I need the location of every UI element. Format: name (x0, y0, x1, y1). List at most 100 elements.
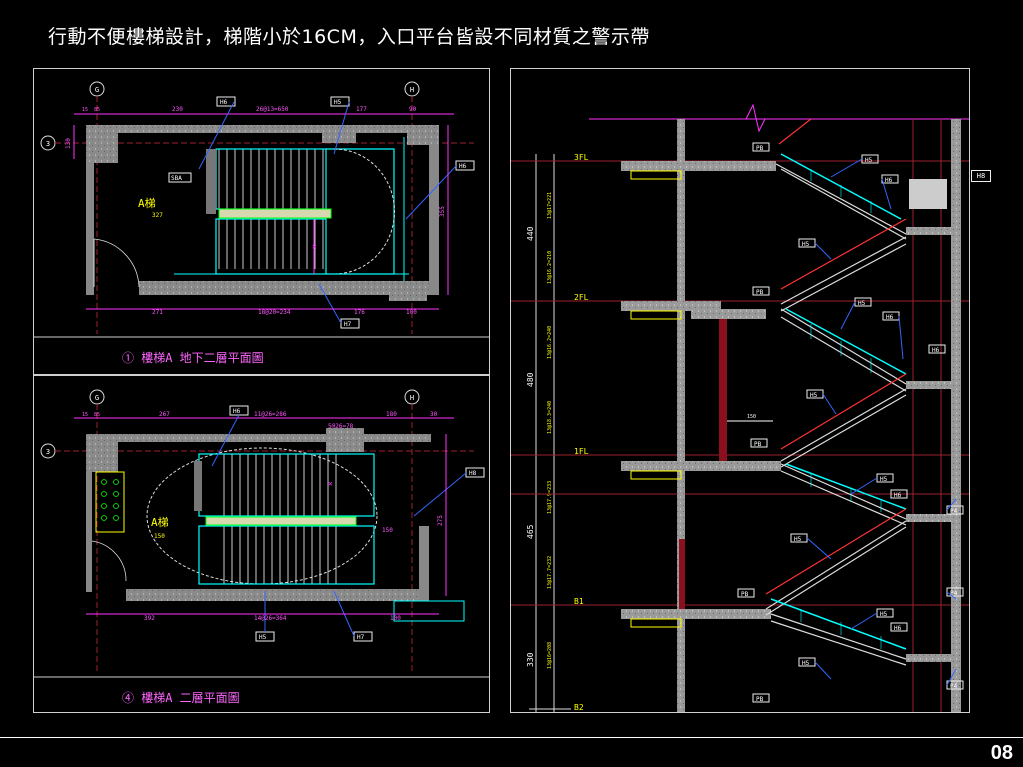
page-number: 08 (990, 742, 1013, 764)
svg-text:3: 3 (46, 448, 50, 456)
svg-text:18@20=234: 18@20=234 (258, 309, 291, 316)
svg-text:3: 3 (46, 140, 50, 148)
svg-text:176: 176 (354, 309, 365, 316)
svg-text:13@17.9=233: 13@17.9=233 (547, 481, 553, 514)
plan-b2-drawing: G H 3 230 26@13=650 177 90 15 85 ✕ (34, 81, 489, 365)
svg-text:267: 267 (159, 411, 170, 418)
svg-text:H5: H5 (802, 241, 810, 248)
svg-text:150: 150 (747, 414, 756, 420)
svg-text:392: 392 (144, 615, 155, 622)
footer-divider (0, 737, 1023, 738)
grid-bubble-g: G (89, 81, 105, 97)
svg-text:H5: H5 (802, 660, 810, 667)
svg-text:G: G (95, 86, 99, 94)
svg-text:✕: ✕ (312, 242, 317, 251)
svg-text:100: 100 (390, 615, 401, 622)
svg-text:H6: H6 (233, 408, 241, 415)
svg-text:465: 465 (526, 524, 535, 539)
svg-text:H5: H5 (794, 536, 802, 543)
svg-text:SBA: SBA (171, 175, 182, 182)
svg-text:P4: P4 (950, 683, 958, 690)
svg-text:85: 85 (94, 107, 100, 113)
svg-text:H5: H5 (259, 634, 267, 641)
svg-text:11@26=286: 11@26=286 (254, 411, 287, 418)
svg-text:5@26=78: 5@26=78 (328, 423, 354, 430)
svg-text:H5: H5 (810, 392, 818, 399)
svg-text:440: 440 (526, 226, 535, 241)
plan-b2-caption: ① 樓梯A 地下二層平面圖 (122, 350, 264, 365)
svg-text:100: 100 (406, 309, 417, 316)
svg-text:327: 327 (152, 212, 163, 219)
stair-label: A梯 (151, 516, 169, 529)
svg-text:H5: H5 (880, 611, 888, 618)
svg-text:H6: H6 (459, 163, 467, 170)
plan-b2-panel: G H 3 230 26@13=650 177 90 15 85 ✕ (33, 68, 490, 375)
svg-text:PB: PB (756, 289, 764, 296)
svg-text:B2: B2 (574, 703, 584, 712)
svg-text:480: 480 (526, 372, 535, 387)
slide-title: 行動不便樓梯設計，梯階小於16CM，入口平台皆設不同材質之警示帶 (48, 26, 650, 48)
svg-text:150: 150 (382, 527, 393, 534)
svg-text:1FL: 1FL (574, 447, 589, 456)
grid-bubble-3: 3 (40, 135, 56, 151)
svg-text:230: 230 (172, 106, 183, 113)
svg-text:26@13=650: 26@13=650 (256, 106, 289, 113)
stair-label: A梯 (138, 197, 156, 210)
svg-text:330: 330 (526, 652, 535, 667)
svg-text:B1: B1 (574, 597, 584, 606)
svg-text:90: 90 (409, 106, 417, 113)
svg-text:H6: H6 (886, 314, 894, 321)
grid-bubble-3: 3 (40, 443, 56, 459)
svg-text:H5: H5 (880, 476, 888, 483)
svg-text:H6: H6 (932, 347, 940, 354)
svg-text:13@18.3=240: 13@18.3=240 (547, 401, 553, 434)
svg-text:85: 85 (94, 412, 100, 418)
svg-text:P4: P4 (950, 590, 958, 597)
grid-bubble-g: G (89, 389, 105, 405)
svg-text:13@16.2=210: 13@16.2=210 (547, 251, 553, 284)
svg-text:H7: H7 (344, 321, 352, 328)
section-drawing: 440 480 465 330 13@17=221 13@16.2=210 13… (511, 103, 969, 712)
svg-text:H6: H6 (894, 492, 902, 499)
svg-text:✕: ✕ (328, 479, 333, 488)
svg-text:H6: H6 (894, 625, 902, 632)
svg-text:271: 271 (152, 309, 163, 316)
svg-text:PB: PB (754, 441, 762, 448)
svg-text:H6: H6 (220, 99, 228, 106)
svg-text:PB: PB (756, 696, 764, 703)
svg-text:180: 180 (386, 411, 397, 418)
svg-text:130: 130 (65, 138, 72, 149)
plan-2f-drawing: G H 3 267 11@26=286 5@26=78 180 30 15 85 (34, 389, 489, 705)
grid-bubble-h: H (404, 389, 420, 405)
h8-tag: H8 (971, 170, 991, 182)
svg-text:15: 15 (82, 412, 88, 418)
svg-text:H7: H7 (357, 634, 365, 641)
svg-text:14@26=364: 14@26=364 (254, 615, 287, 622)
plan-2f-panel: G H 3 267 11@26=286 5@26=78 180 30 15 85 (33, 375, 490, 713)
svg-text:150: 150 (154, 533, 165, 540)
svg-text:H: H (410, 394, 414, 402)
svg-text:355: 355 (439, 206, 446, 217)
svg-text:177: 177 (356, 106, 367, 113)
svg-text:PB: PB (756, 145, 764, 152)
svg-text:15: 15 (82, 107, 88, 113)
svg-text:13@17=221: 13@17=221 (547, 192, 553, 219)
section-panel: 440 480 465 330 13@17=221 13@16.2=210 13… (510, 68, 970, 713)
svg-text:2FL: 2FL (574, 293, 589, 302)
svg-text:H5: H5 (858, 300, 866, 307)
svg-text:PB: PB (741, 591, 749, 598)
svg-text:13@16.2=240: 13@16.2=240 (547, 326, 553, 359)
svg-text:H5: H5 (334, 99, 342, 106)
svg-text:G: G (95, 394, 99, 402)
svg-text:H8: H8 (469, 470, 477, 477)
svg-text:H5: H5 (865, 157, 873, 164)
svg-text:275: 275 (437, 515, 444, 526)
plan-2f-caption: ④ 樓梯A 二層平面圖 (122, 690, 240, 705)
svg-text:3FL: 3FL (574, 153, 589, 162)
svg-text:H: H (410, 86, 414, 94)
svg-text:13@17.7=232: 13@17.7=232 (547, 556, 553, 589)
svg-text:13@16=208: 13@16=208 (547, 642, 553, 669)
svg-text:H6: H6 (885, 177, 893, 184)
svg-text:30: 30 (430, 411, 438, 418)
svg-text:P4: P4 (950, 508, 958, 515)
